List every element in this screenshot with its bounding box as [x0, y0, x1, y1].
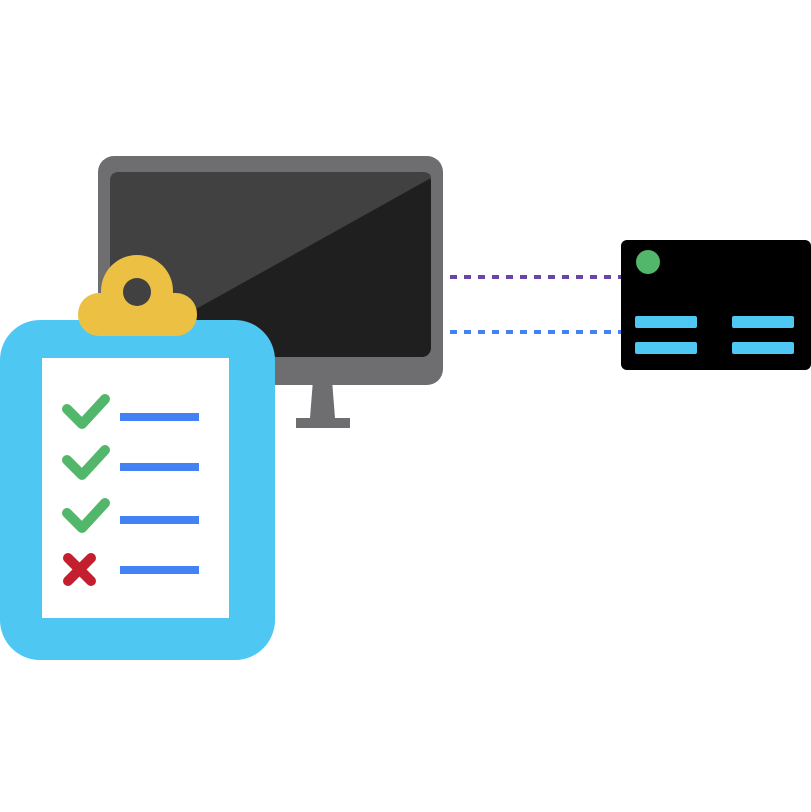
- connector-lines: [450, 275, 622, 334]
- checklist-item: [62, 445, 199, 480]
- checklist-item: [63, 553, 199, 586]
- checklist-line: [120, 516, 199, 524]
- checklist-item: [62, 498, 199, 533]
- device-card-icon: [621, 240, 811, 370]
- checklist: [62, 394, 199, 586]
- device-card-body: [621, 240, 811, 370]
- device-card-bar: [635, 316, 697, 328]
- clipboard-icon: [0, 255, 275, 660]
- clip-hole: [123, 278, 151, 306]
- device-card-bar: [732, 316, 794, 328]
- clipboard-clip: [78, 255, 197, 336]
- device-card-led: [636, 250, 660, 274]
- device-card-bar: [732, 342, 794, 354]
- check-icon: [62, 445, 110, 480]
- check-icon: [62, 498, 110, 533]
- checklist-line: [120, 463, 199, 471]
- device-card-bar: [635, 342, 697, 354]
- check-icon: [62, 394, 110, 429]
- monitor-stand: [296, 380, 350, 428]
- checklist-line: [120, 566, 199, 574]
- checklist-line: [120, 413, 199, 421]
- cross-icon: [63, 553, 96, 586]
- checklist-item: [62, 394, 199, 429]
